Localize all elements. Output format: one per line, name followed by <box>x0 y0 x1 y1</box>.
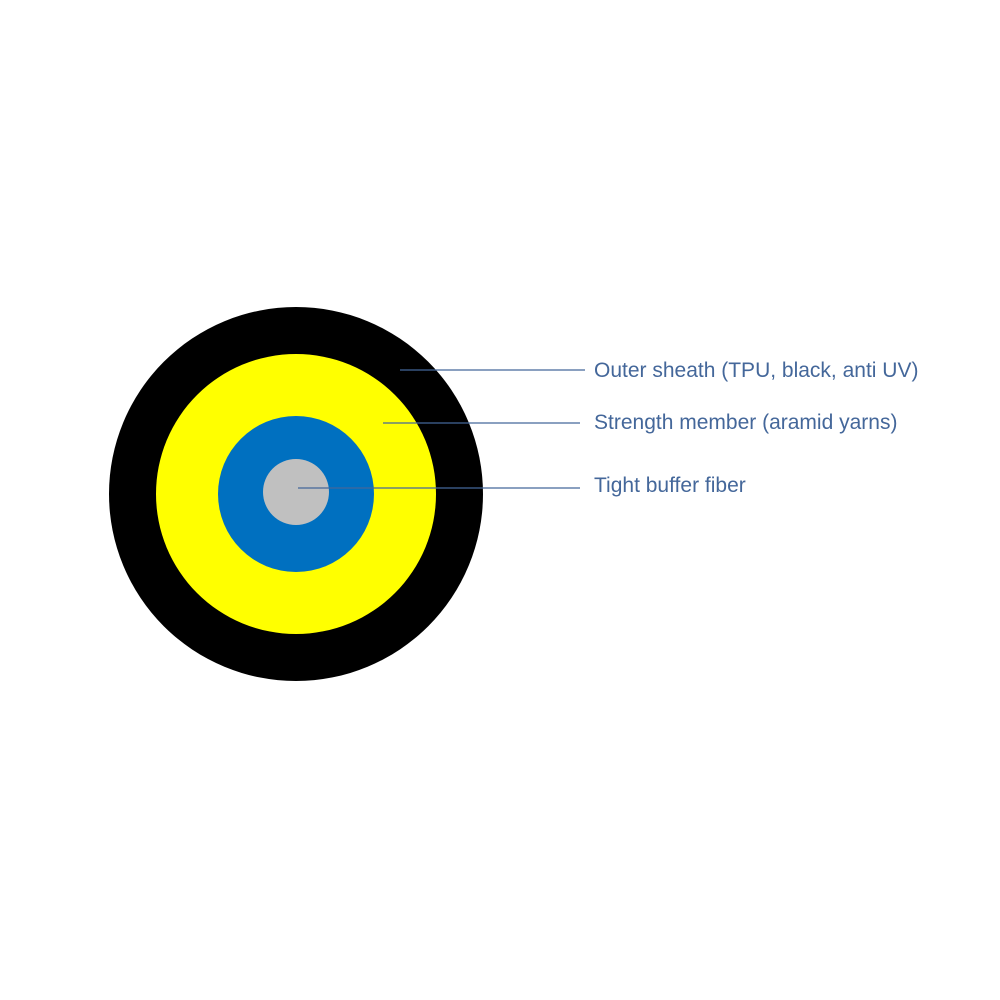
strength-member-label: Strength member (aramid yarns) <box>594 411 897 434</box>
outer-sheath-label: Outer sheath (TPU, black, anti UV) <box>594 359 918 382</box>
fiber-core <box>263 459 329 525</box>
tight-buffer-label: Tight buffer fiber <box>594 474 746 497</box>
